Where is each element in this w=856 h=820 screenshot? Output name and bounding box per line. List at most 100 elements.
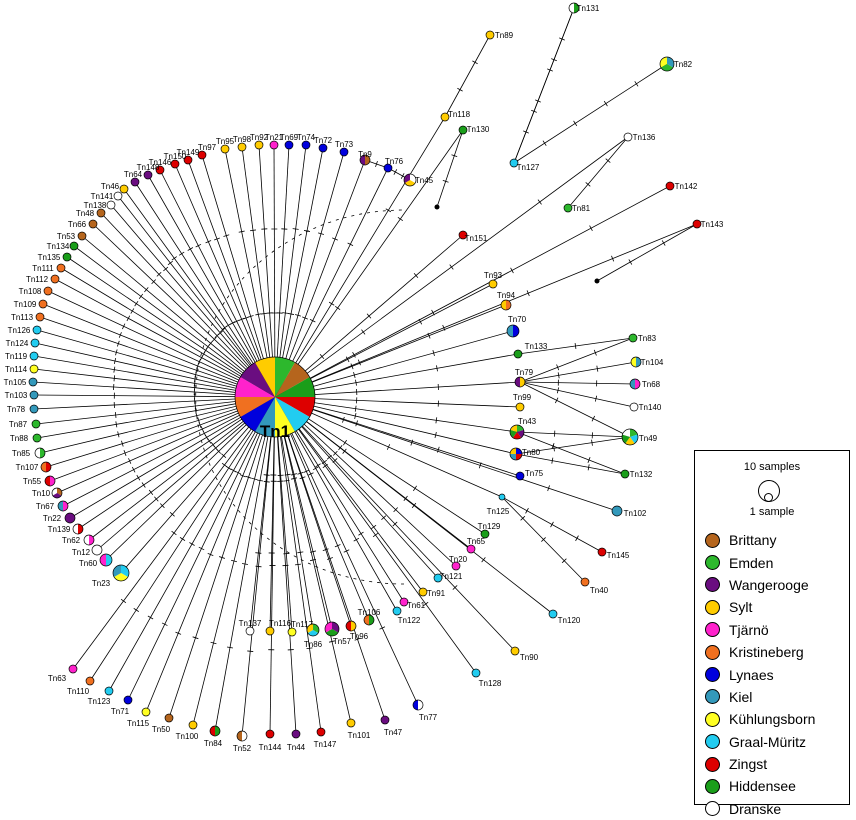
mutation-tick [134,608,139,611]
legend-item: Hiddensee [705,775,815,797]
haplotype-tn126 [33,326,41,334]
haplotype-tn126-slice [33,326,41,334]
haplotype-tn111-label: Tn111 [32,264,54,273]
haplotype-tn43 [510,425,524,439]
mutation-tick [172,531,177,535]
mutation-tick [255,553,261,554]
haplotype-tn52-slice [242,731,247,741]
haplotype-tn117-slice [288,628,296,636]
legend-item: Kühlungsborn [705,708,815,730]
haplotype-tn10-label: Tn10 [32,489,51,498]
haplotype-tn52-slice [237,731,242,741]
haplotype-tn89-slice [486,31,494,39]
mutation-tick [551,522,554,527]
haplotype-tn46-label: Tn46 [101,182,120,191]
haplotype-tn46 [120,185,128,193]
haplotype-tn147-label: Tn147 [314,740,337,749]
haplotype-tn124-label: Tn124 [6,339,29,348]
haplotype-tn128-slice [472,669,480,677]
mutation-tick [538,200,542,205]
mutation-tick [264,481,270,482]
mutation-tick [149,490,153,495]
haplotype-tn64-slice [131,178,139,186]
mutation-tick [635,81,638,86]
legend-item: Wangerooge [705,574,815,596]
legend-swatch [705,779,720,794]
haplotype-tn101-slice [347,719,355,727]
haplotype-tn66-slice [89,220,97,228]
haplotype-tn44 [292,730,300,738]
haplotype-tn98 [238,143,246,151]
mutation-tick [373,533,378,537]
haplotype-tn134 [70,242,78,250]
haplotype-tn23 [113,565,129,581]
mutation-tick [131,308,134,313]
mutation-tick [358,532,363,535]
edge-tn49 [517,432,630,437]
haplotype-tn95 [221,145,229,153]
haplotype-tn125-slice [499,494,505,500]
haplotype-tn90 [511,647,519,655]
haplotype-tn88 [33,434,41,442]
haplotype-tn140-slice [630,403,638,411]
haplotype-tn144-slice [266,730,274,738]
haplotype-tn70-slice [507,325,513,337]
haplotype-tn129 [481,530,489,538]
haplotype-tn84-label: Tn84 [204,739,223,748]
haplotype-tn127-label: Tn127 [517,163,540,172]
haplotype-tn9-label: Tn9 [358,150,372,159]
haplotype-tn95-label: Tn95 [216,137,235,146]
haplotype-tn122 [393,607,401,615]
haplotype-tn132 [621,470,629,478]
edge-tn81 [568,137,628,208]
haplotype-tn74-label: Tn74 [297,133,316,142]
haplotype-tn53-label: Tn53 [57,232,76,241]
haplotype-tn98-label: Tn98 [233,135,252,144]
legend-label: Hiddensee [729,778,796,794]
haplotype-tn84 [210,726,220,736]
mutation-tick [114,367,115,373]
haplotype-tn20-label: Tn20 [449,555,468,564]
mutation-tick [436,417,437,423]
haplotype-tn70-label: Tn70 [508,315,527,324]
haplotype-tn10 [52,488,62,498]
haplotype-tn103 [30,391,38,399]
haplotype-tn94-slice [506,300,511,310]
haplotype-tn49-label: Tn49 [639,434,658,443]
legend-item: Zingst [705,753,815,775]
mutation-tick [361,330,365,335]
mutation-tick [115,412,116,418]
haplotype-tn107-label: Tn107 [16,463,39,472]
legend-item: Sylt [705,596,815,618]
haplotype-tn128 [472,669,480,677]
mutation-tick [304,230,310,231]
haplotype-tn101-label: Tn101 [348,731,371,740]
mutation-tick [543,141,546,146]
mutation-tick [288,313,294,314]
haplotype-tn136 [624,133,632,141]
haplotype-tn78-label: Tn78 [7,405,26,414]
network-edges [33,8,697,736]
haplotype-tn55-slice [45,476,50,486]
haplotype-tn55-slice [50,476,55,486]
haplotype-tn133-slice [514,350,522,358]
mutation-tick [199,547,204,550]
haplotype-tn139-label: Tn139 [48,525,71,534]
haplotype-tn55 [45,476,55,486]
haplotype-tn21 [270,141,278,149]
haplotype-tn123 [105,687,113,695]
haplotype-tn81-label: Tn81 [572,204,591,213]
haplotype-tn102 [612,506,622,516]
haplotype-tn73 [340,148,348,156]
edge-tn89 [445,35,490,117]
haplotype-tn43-label: Tn43 [518,417,537,426]
mutation-tick [179,252,184,255]
haplotype-tn67-slice [63,501,68,511]
haplotype-tn40 [581,578,589,586]
haplotype-tn92-slice [255,141,263,149]
haplotype-tn139-slice [78,524,83,534]
haplotype-tn105-label: Tn105 [4,378,27,387]
haplotype-tn119-slice [30,352,38,360]
haplotype-tn65 [467,545,475,553]
haplotype-tn44-slice [292,730,300,738]
